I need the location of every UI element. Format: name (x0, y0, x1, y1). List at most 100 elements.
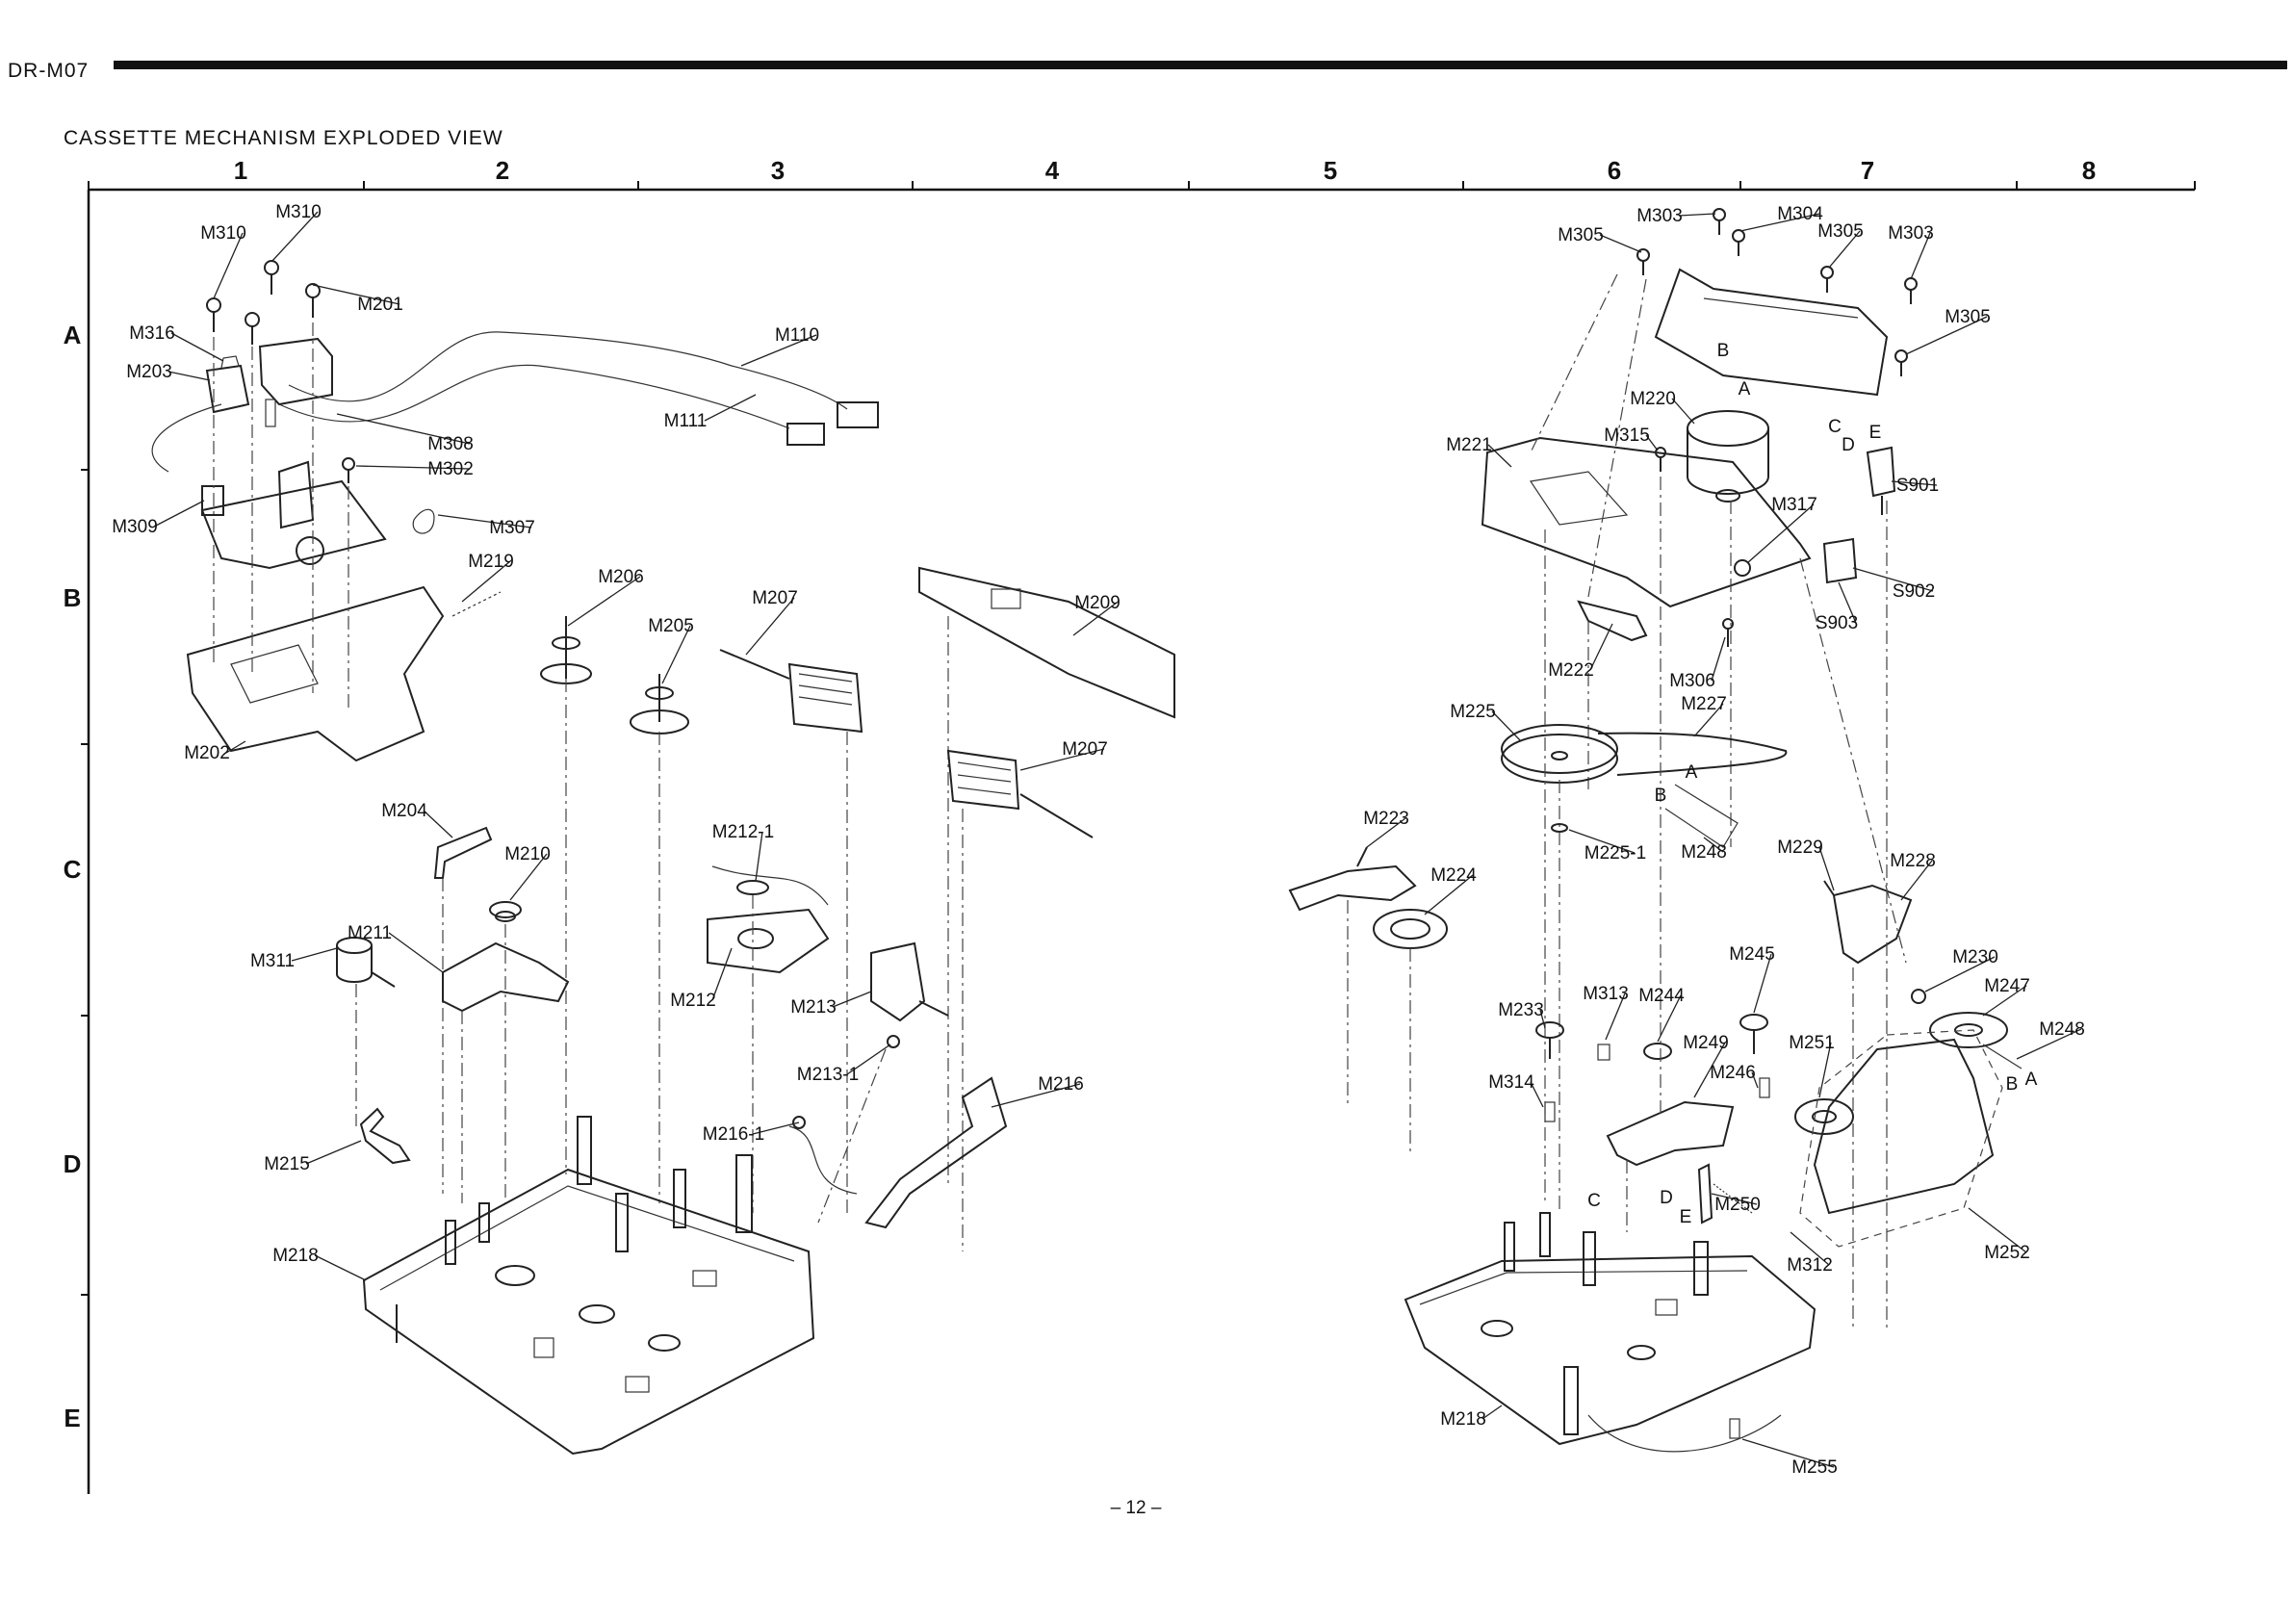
gear-m233 (1535, 1021, 1564, 1059)
part-label: M250 (1714, 1195, 1761, 1215)
connector-m110 (837, 401, 879, 428)
leader-line (1671, 398, 1695, 425)
leader-line (1491, 710, 1522, 742)
gear-m245 (1739, 1014, 1768, 1054)
leader-line (661, 625, 691, 684)
column-label: 3 (771, 156, 785, 185)
spring-m307 (412, 508, 435, 534)
screw-m310-d (305, 283, 321, 318)
part-label: M225-1 (1584, 843, 1646, 864)
leader-line (225, 740, 246, 754)
part-label: M249 (1683, 1033, 1729, 1053)
part-label: M218 (1440, 1409, 1486, 1430)
column-label: 6 (1608, 156, 1621, 185)
part-label: M303 (1636, 206, 1683, 226)
part-label: M111 (664, 411, 708, 431)
diagram-title: CASSETTE MECHANISM EXPLODED VIEW (64, 127, 503, 149)
part-label: D (1660, 1188, 1673, 1208)
head-m201 (258, 337, 333, 406)
leader-line (1828, 230, 1861, 269)
column-label: 5 (1324, 156, 1337, 185)
flywheel-m225 (1501, 724, 1788, 1213)
part-label: M213-1 (797, 1065, 859, 1085)
leader-line (1568, 829, 1636, 854)
part-label: A (1739, 379, 1751, 400)
capstan-m205 (630, 674, 689, 1203)
part-label: M304 (1777, 204, 1823, 224)
part-label: M305 (1558, 225, 1604, 245)
lever-m249 (1606, 1100, 1735, 1232)
leader-line (167, 371, 211, 381)
leader-line (1818, 846, 1835, 891)
leader-line (1711, 636, 1726, 682)
leader-line (1605, 992, 1626, 1041)
switch-s903 (1822, 537, 1858, 584)
leader-line (567, 576, 641, 627)
bracket-m252 (1799, 1029, 2003, 1248)
part-label: M204 (381, 801, 427, 821)
leader-line (1678, 213, 1716, 217)
leader-line (423, 810, 453, 838)
screw-m305 (1636, 248, 1650, 275)
part-label: S901 (1896, 476, 1939, 496)
part-label: M221 (1446, 435, 1492, 455)
lever-m204 (433, 826, 493, 1194)
row-label: A (64, 321, 82, 349)
part-label: M309 (112, 517, 158, 537)
row-label: D (64, 1149, 82, 1178)
part-label: M302 (427, 459, 474, 479)
part-label: B (2006, 1074, 2019, 1095)
screw-m305 (1894, 349, 1908, 376)
reel-m212 (707, 865, 830, 1213)
part-label: M222 (1548, 660, 1594, 681)
pulley-m247 (1929, 1012, 2022, 1070)
part-label: M210 (504, 844, 551, 864)
screw-m310-c (264, 260, 279, 295)
part-label: M110 (775, 325, 819, 346)
page-number: – 12 – (1111, 1498, 1162, 1518)
leader-line (1905, 316, 1988, 355)
leader-line (1072, 602, 1118, 636)
spring-m308 (265, 399, 276, 427)
lever-m213 (817, 941, 949, 1224)
leader-line (1645, 434, 1659, 451)
part-label: E (1869, 423, 1882, 443)
part-label: M207 (752, 588, 798, 608)
main-chassis-right-m218 (1404, 1212, 1816, 1453)
head-block-assembly (151, 260, 879, 762)
lever-m229 (1823, 880, 1913, 1328)
leader-line (755, 831, 763, 882)
part-label: M247 (1984, 976, 2030, 996)
part-label: M308 (427, 434, 474, 454)
leader-line (1741, 1438, 1835, 1468)
row-label: C (64, 855, 82, 884)
wire-loop (151, 403, 222, 473)
screw-m302 (342, 457, 355, 483)
leader-line (312, 284, 400, 305)
leader-line (437, 514, 532, 528)
part-label: M310 (200, 223, 246, 244)
leader-line (745, 597, 795, 656)
leader-line (170, 332, 224, 362)
part-label: M317 (1771, 495, 1817, 515)
part-label: M202 (184, 743, 230, 763)
head-plate (200, 479, 387, 570)
part-label: S902 (1893, 581, 1935, 602)
leader-line (1487, 444, 1512, 468)
leader-line (1693, 703, 1724, 737)
lever-m216 (788, 1076, 1008, 1229)
leader-line (305, 1140, 362, 1165)
belt-m248 (1664, 784, 1739, 848)
part-label: A (1686, 762, 1698, 783)
main-chassis-left-m218 (362, 1116, 815, 1456)
part-label: M244 (1638, 986, 1685, 1006)
part-label: M307 (489, 518, 535, 538)
part-label: B (1655, 786, 1667, 806)
leader-line (846, 1044, 891, 1075)
part-label: M213 (790, 997, 837, 1018)
leader-line (1711, 1193, 1758, 1205)
part-label: S903 (1816, 613, 1858, 633)
